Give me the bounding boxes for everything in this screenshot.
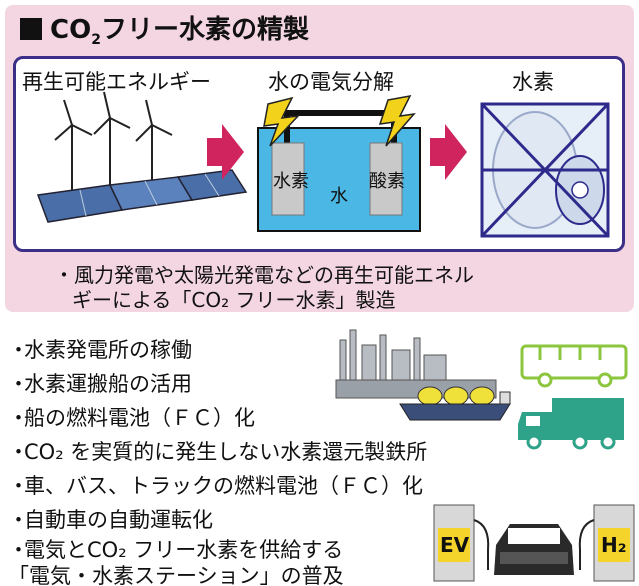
lightning-bolt-icon [378, 94, 416, 147]
ev-pump-label: EV [440, 533, 470, 557]
water-label: 水 [330, 186, 348, 207]
wind-turbine-icon [135, 99, 173, 190]
solar-panel-icon [36, 169, 248, 223]
electrode-label-oxygen: 酸素 [369, 171, 405, 192]
car-icon [494, 524, 574, 575]
hydrogen-carrier-ship-icon [399, 386, 511, 421]
list-item: ・船の燃料電池（ＦＣ）化 [8, 406, 255, 430]
list-item: ・車、バス、トラックの燃料電池（ＦＣ）化 [8, 474, 423, 498]
lightning-bolt-icon [263, 96, 300, 147]
electrolysis-tank-icon [257, 110, 421, 232]
hydrogen-tank-icon [480, 102, 610, 238]
stage-label-renewable: 再生可能エネルギー [22, 70, 211, 94]
list-item: ・CO₂ を実質的に発生しない水素還元製鉄所 [8, 440, 428, 464]
production-note-line1: ・風力発電や太陽光発電などの再生可能エネル [54, 263, 474, 287]
electrode-label-hydrogen: 水素 [273, 171, 309, 192]
list-item: ・自動車の自動運転化 [8, 508, 213, 532]
wind-turbine-icon [93, 91, 131, 190]
list-item: ・水素発電所の稼働 [8, 338, 192, 362]
flow-arrow-icon [207, 124, 244, 180]
stage-label-electrolysis: 水の電気分解 [268, 70, 394, 94]
hydrogen-station-icon [578, 504, 635, 582]
truck-icon [518, 398, 624, 450]
production-note-line2: ギーによる「CO₂ フリー水素」製造 [72, 288, 396, 312]
stage-label-hydrogen: 水素 [512, 70, 554, 94]
list-item: 「電気・水素ステーション」の普及 [8, 564, 344, 586]
wind-turbine-icon [54, 99, 93, 190]
h2-pump-label: H₂ [601, 533, 627, 557]
factory-icon [335, 329, 497, 399]
bus-icon [520, 344, 628, 388]
title-square-icon [20, 18, 42, 40]
title-text: CO2フリー水素の精製 [50, 15, 309, 49]
ev-charger-icon [433, 504, 490, 582]
flow-arrow-icon [430, 124, 467, 180]
list-item: ・水素運搬船の活用 [8, 372, 192, 396]
list-item: ・電気とCO₂ フリー水素を供給する [8, 538, 344, 562]
page-title: CO2フリー水素の精製 [20, 12, 309, 49]
